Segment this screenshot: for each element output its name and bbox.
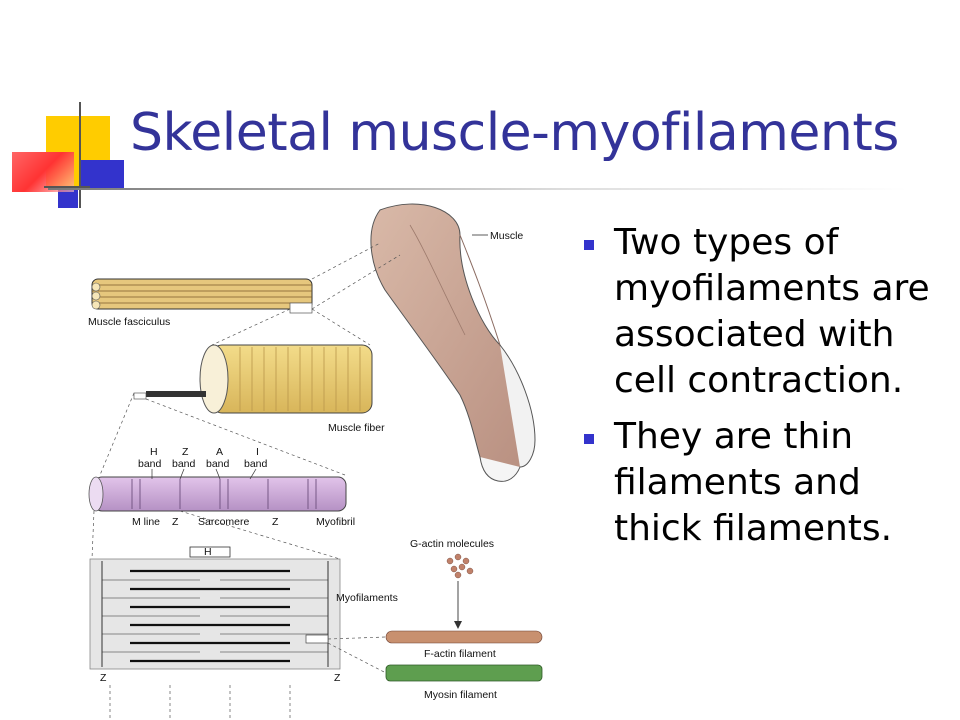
slide-title: Skeletal muscle-myofilaments [130,103,899,163]
bullet-square-icon [584,240,594,250]
label-i-band-letter: I [256,446,259,458]
label-h-band-letter: H [150,446,158,458]
bullet-item: They are thin filaments and thick filame… [578,414,948,552]
myosin-filament [385,664,543,682]
arm-illustration [370,203,536,482]
g-actin-molecules [446,553,474,579]
decoration-horizontal-line [44,186,90,188]
f-actin-filament [385,630,543,644]
label-z-bottom-left: Z [100,672,107,684]
muscle-fiber-illustration [133,344,373,414]
bullet-square-icon [584,434,594,444]
bullet-text: Two types of myofilaments are associated… [614,222,930,401]
decoration-red-square [12,152,74,192]
label-z-right: Z [272,516,279,528]
label-a-band-letter: A [216,446,223,458]
label-z-band-word: band [172,458,196,470]
myofilaments-illustration [89,546,341,670]
myofibril-illustration [88,468,347,512]
label-z-bottom-right: Z [334,672,341,684]
label-myosin: Myosin filament [424,689,497,701]
label-h-top: H [204,546,212,558]
label-myofilaments: Myofilaments [336,592,398,604]
label-myofibril: Myofibril [316,516,355,528]
label-z-left: Z [172,516,179,528]
bullet-text: They are thin filaments and thick filame… [614,416,893,549]
label-a-band-word: band [206,458,230,470]
label-m-line: M line [132,516,160,528]
label-h-band-word: band [138,458,162,470]
muscle-fasciculus-illustration [91,278,313,314]
label-g-actin: G-actin molecules [410,538,494,550]
decoration-blue-square [80,160,124,190]
label-f-actin: F-actin filament [424,648,496,660]
label-muscle: Muscle [490,230,523,242]
muscle-structure-diagram: Muscle Muscle fasciculus [88,203,543,720]
title-divider [48,188,908,190]
label-muscle-fiber: Muscle fiber [328,422,385,434]
decoration-blue-small-square [58,190,78,208]
label-z-band-letter: Z [182,446,189,458]
label-i-band-word: band [244,458,268,470]
bullet-list: Two types of myofilaments are associated… [578,220,948,562]
label-muscle-fasciculus: Muscle fasciculus [88,316,170,328]
label-sarcomere: Sarcomere [198,516,250,528]
bullet-item: Two types of myofilaments are associated… [578,220,948,404]
decoration-vertical-line [79,102,81,208]
